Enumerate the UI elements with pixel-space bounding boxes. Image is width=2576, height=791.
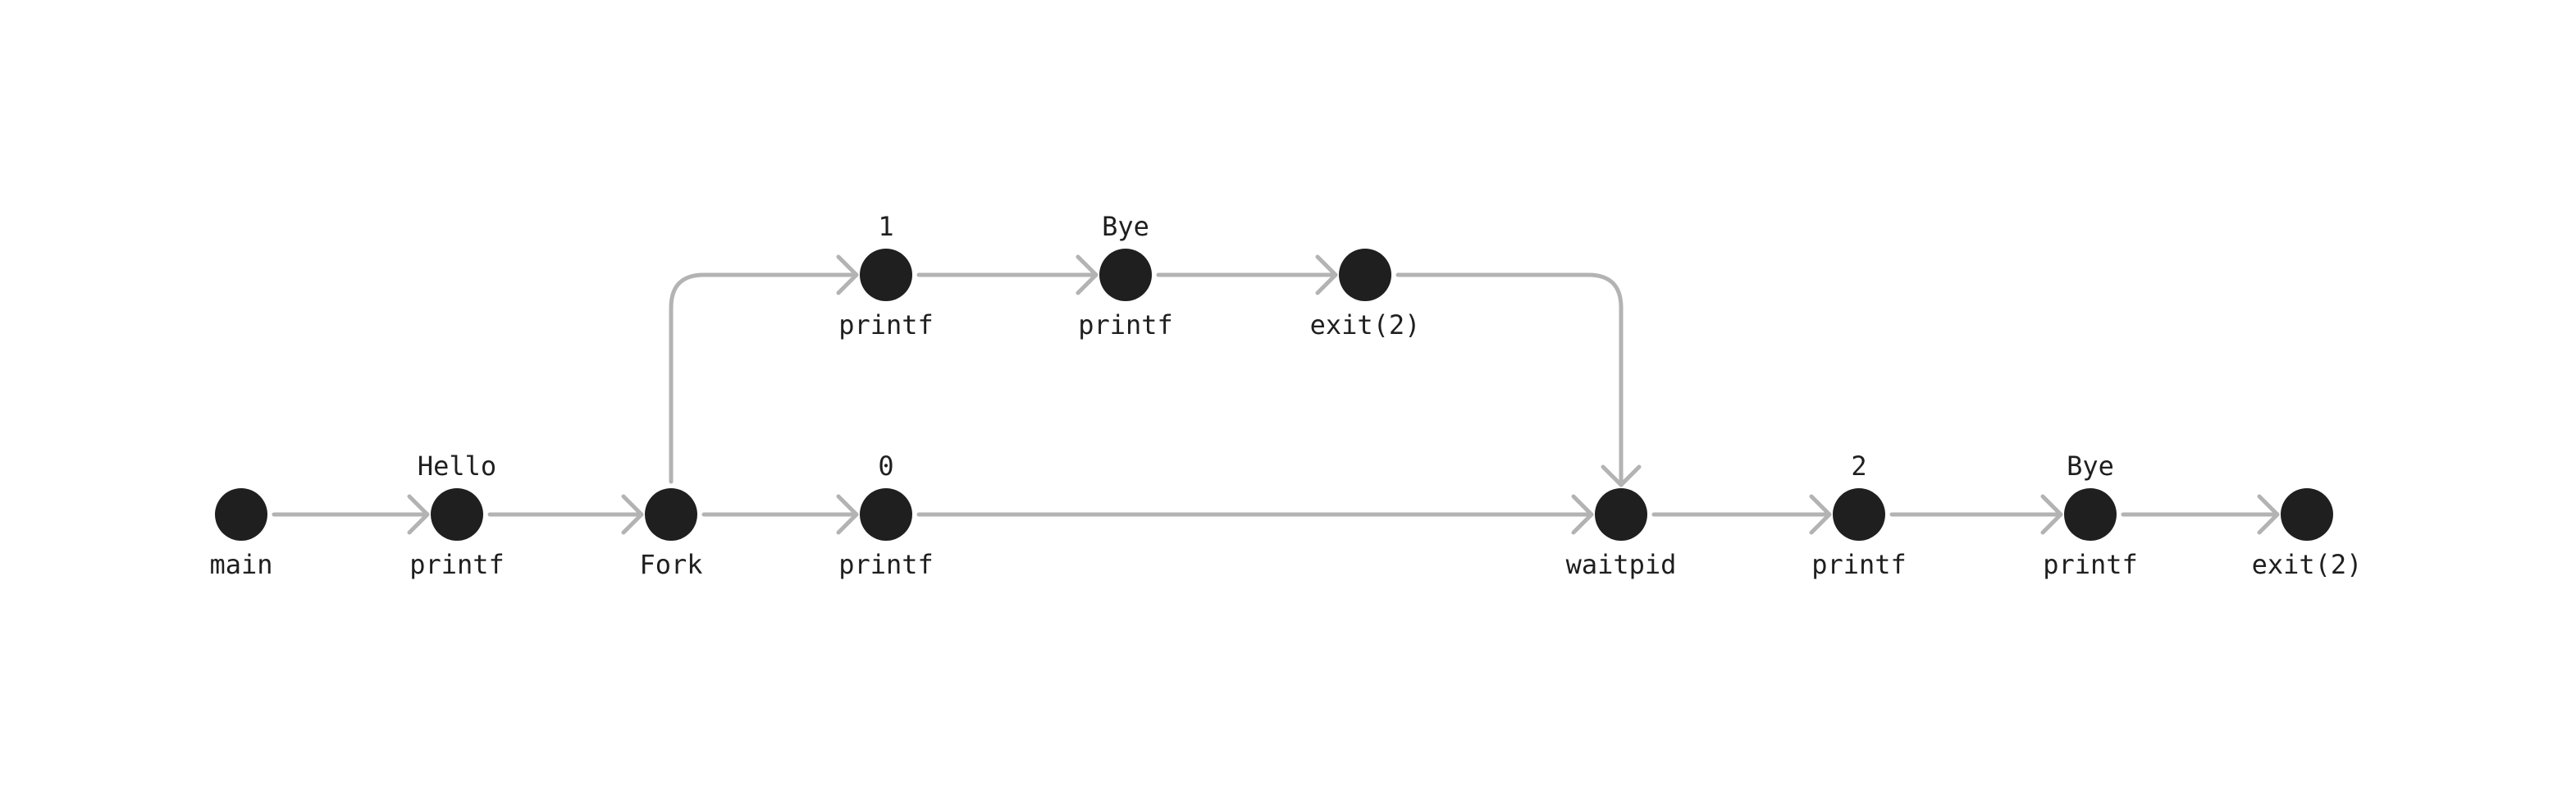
node-label: waitpid bbox=[1566, 549, 1677, 580]
edge-main-to-printf_a bbox=[272, 494, 430, 535]
arrowhead-icon bbox=[1076, 254, 1098, 295]
node-main: main bbox=[209, 488, 273, 580]
node-exit_b: exit(2) bbox=[2252, 488, 2363, 580]
node-output: 2 bbox=[1851, 450, 1866, 482]
node-output: 0 bbox=[878, 450, 893, 482]
node-dot bbox=[1595, 488, 1647, 541]
arrowhead-icon bbox=[1809, 494, 1832, 535]
arrowhead-icon bbox=[1571, 494, 1594, 535]
edge-line bbox=[669, 272, 859, 484]
node-dot bbox=[1833, 488, 1885, 541]
node-label: printf bbox=[409, 549, 505, 580]
arrowhead-icon bbox=[1601, 464, 1642, 487]
node-fork: Fork bbox=[639, 488, 703, 580]
node-label: printf bbox=[2043, 549, 2138, 580]
arrowhead-icon bbox=[836, 254, 859, 295]
node-output: Hello bbox=[418, 450, 496, 482]
edge-line bbox=[1395, 272, 1624, 487]
arrowhead-icon bbox=[1315, 254, 1338, 295]
node-output: 1 bbox=[878, 211, 893, 242]
node-dot bbox=[860, 488, 912, 541]
node-dot bbox=[1339, 249, 1391, 301]
node-dot bbox=[1099, 249, 1152, 301]
node-dot bbox=[431, 488, 483, 541]
node-waitpid: waitpid bbox=[1566, 488, 1677, 580]
edge-exit_a-to-waitpid bbox=[1395, 272, 1642, 487]
arrowhead-icon bbox=[621, 494, 644, 535]
node-label: printf bbox=[838, 549, 934, 580]
arrowhead-icon bbox=[2257, 494, 2280, 535]
edge-printf_b-to-printf_c bbox=[916, 254, 1098, 295]
edge-fork-to-printf_b bbox=[669, 254, 859, 484]
edge-printf_d-to-waitpid bbox=[916, 494, 1594, 535]
node-dot bbox=[2064, 488, 2117, 541]
edge-printf_e-to-printf_f bbox=[1889, 494, 2063, 535]
node-dot bbox=[860, 249, 912, 301]
node-exit_a: exit(2) bbox=[1310, 249, 1421, 341]
node-printf_b: printf 1 bbox=[838, 211, 934, 341]
edge-printf_f-to-exit_b bbox=[2121, 494, 2280, 535]
node-label: printf bbox=[838, 309, 934, 341]
node-printf_c: printf Bye bbox=[1078, 211, 1173, 341]
node-label: exit(2) bbox=[2252, 549, 2363, 580]
arrowhead-icon bbox=[2040, 494, 2063, 535]
node-printf_f: printf Bye bbox=[2043, 450, 2138, 580]
node-label: exit(2) bbox=[1310, 309, 1421, 341]
node-label: Fork bbox=[639, 549, 702, 580]
node-output: Bye bbox=[2067, 450, 2114, 482]
edge-printf_a-to-fork bbox=[487, 494, 644, 535]
node-dot bbox=[645, 488, 697, 541]
node-label: printf bbox=[1811, 549, 1907, 580]
edge-waitpid-to-printf_e bbox=[1651, 494, 1832, 535]
node-dot bbox=[215, 488, 267, 541]
edge-printf_c-to-exit_a bbox=[1156, 254, 1338, 295]
node-printf_a: printf Hello bbox=[409, 450, 505, 580]
edges-layer bbox=[272, 254, 2280, 535]
edge-fork-to-printf_d bbox=[701, 494, 859, 535]
node-label: printf bbox=[1078, 309, 1173, 341]
node-dot bbox=[2281, 488, 2333, 541]
arrowhead-icon bbox=[407, 494, 430, 535]
arrowhead-icon bbox=[836, 494, 859, 535]
node-output: Bye bbox=[1102, 211, 1149, 242]
node-printf_d: printf 0 bbox=[838, 450, 934, 580]
node-label: main bbox=[209, 549, 272, 580]
node-printf_e: printf 2 bbox=[1811, 450, 1907, 580]
